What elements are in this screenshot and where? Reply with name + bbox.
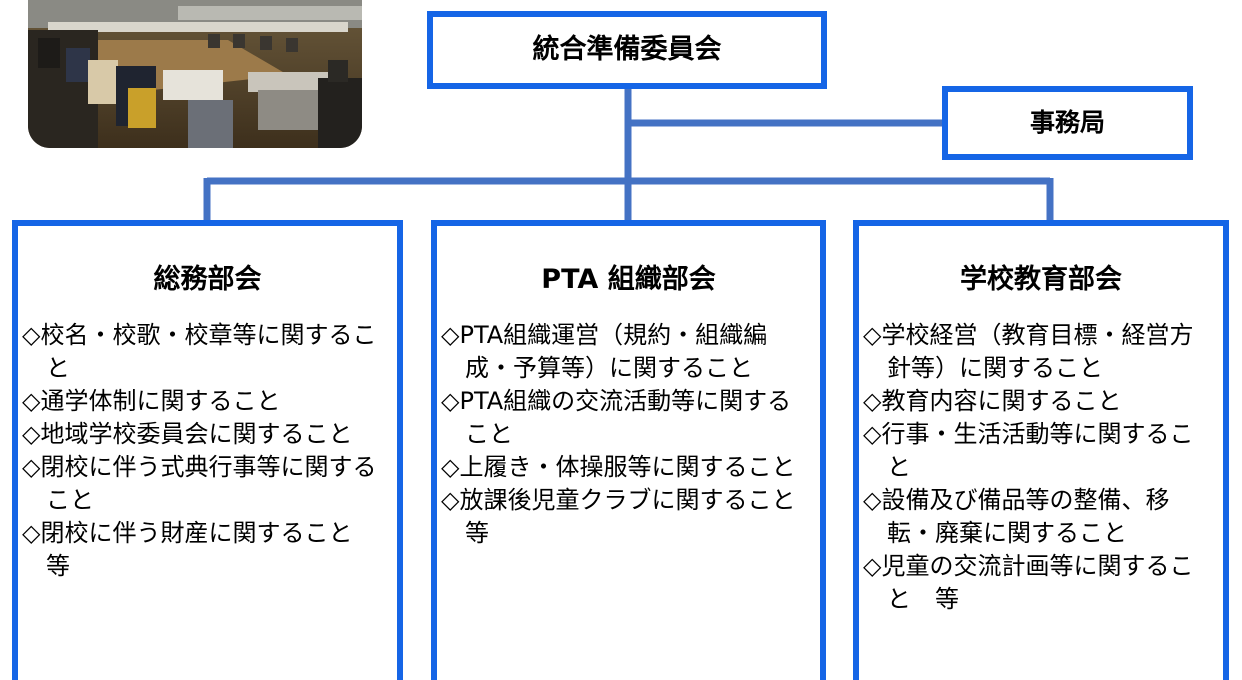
diamond-icon: ◇ (441, 321, 460, 349)
school-education-subcommittee-box: 学校教育部会 ◇学校経営（教育目標・経営方針等）に関すること ◇教育内容に関する… (853, 220, 1229, 680)
diamond-icon: ◇ (22, 519, 41, 547)
diamond-icon: ◇ (863, 486, 882, 514)
dept-title: 学校教育部会 (960, 264, 1122, 295)
list-item: ◇行事・生活活動等に関すること (863, 420, 1194, 481)
secretariat-box: 事務局 (942, 86, 1193, 160)
meeting-photo (28, 0, 362, 148)
diamond-icon: ◇ (22, 387, 41, 415)
meeting-photo-image (28, 0, 362, 148)
preparation-committee-box: 統合準備委員会 (427, 11, 827, 89)
list-item: ◇PTA組織の交流活動等に関すること (441, 387, 792, 448)
list-item: ◇通学体制に関すること (22, 387, 281, 415)
pta-organization-subcommittee-box: PTA 組織部会 ◇PTA組織運営（規約・組織編成・予算等）に関すること ◇PT… (431, 220, 826, 680)
preparation-committee-title: 統合準備委員会 (532, 34, 722, 65)
list-item: ◇児童の交流計画等に関すること 等 (863, 552, 1194, 613)
list-item: ◇放課後児童クラブに関すること 等 (441, 486, 820, 547)
diamond-icon: ◇ (863, 552, 882, 580)
list-item: ◇閉校に伴う式典行事等に関すること (22, 453, 377, 514)
list-item: ◇教育内容に関すること (863, 387, 1122, 415)
dept-item-list: ◇校名・校歌・校章等に関すること ◇通学体制に関すること ◇地域学校委員会に関す… (22, 319, 387, 583)
diamond-icon: ◇ (22, 321, 41, 349)
secretariat-title: 事務局 (1029, 108, 1105, 137)
list-item: ◇校名・校歌・校章等に関すること (22, 321, 377, 382)
list-item: ◇学校経営（教育目標・経営方針等）に関すること (863, 321, 1194, 382)
list-item: ◇設備及び備品等の整備、移転・廃棄に関すること (863, 486, 1170, 547)
diamond-icon: ◇ (441, 387, 460, 415)
diamond-icon: ◇ (441, 453, 460, 481)
dept-title: 総務部会 (153, 264, 262, 295)
list-item: ◇閉校に伴う財産に関すること 等 (22, 519, 377, 580)
list-item: ◇上履き・体操服等に関すること (441, 453, 796, 481)
dept-item-list: ◇学校経営（教育目標・経営方針等）に関すること ◇教育内容に関すること ◇行事・… (863, 319, 1217, 616)
diamond-icon: ◇ (863, 387, 882, 415)
list-item: ◇地域学校委員会に関すること (22, 420, 353, 448)
diamond-icon: ◇ (441, 486, 460, 514)
diamond-icon: ◇ (22, 420, 41, 448)
diamond-icon: ◇ (863, 420, 882, 448)
dept-item-list: ◇PTA組織運営（規約・組織編成・予算等）に関すること ◇PTA組織の交流活動等… (441, 319, 820, 550)
dept-title: PTA 組織部会 (541, 264, 716, 295)
list-item: ◇PTA組織運営（規約・組織編成・予算等）に関すること (441, 321, 768, 382)
diamond-icon: ◇ (863, 321, 882, 349)
general-affairs-subcommittee-box: 総務部会 ◇校名・校歌・校章等に関すること ◇通学体制に関すること ◇地域学校委… (12, 220, 403, 680)
diamond-icon: ◇ (22, 453, 41, 481)
